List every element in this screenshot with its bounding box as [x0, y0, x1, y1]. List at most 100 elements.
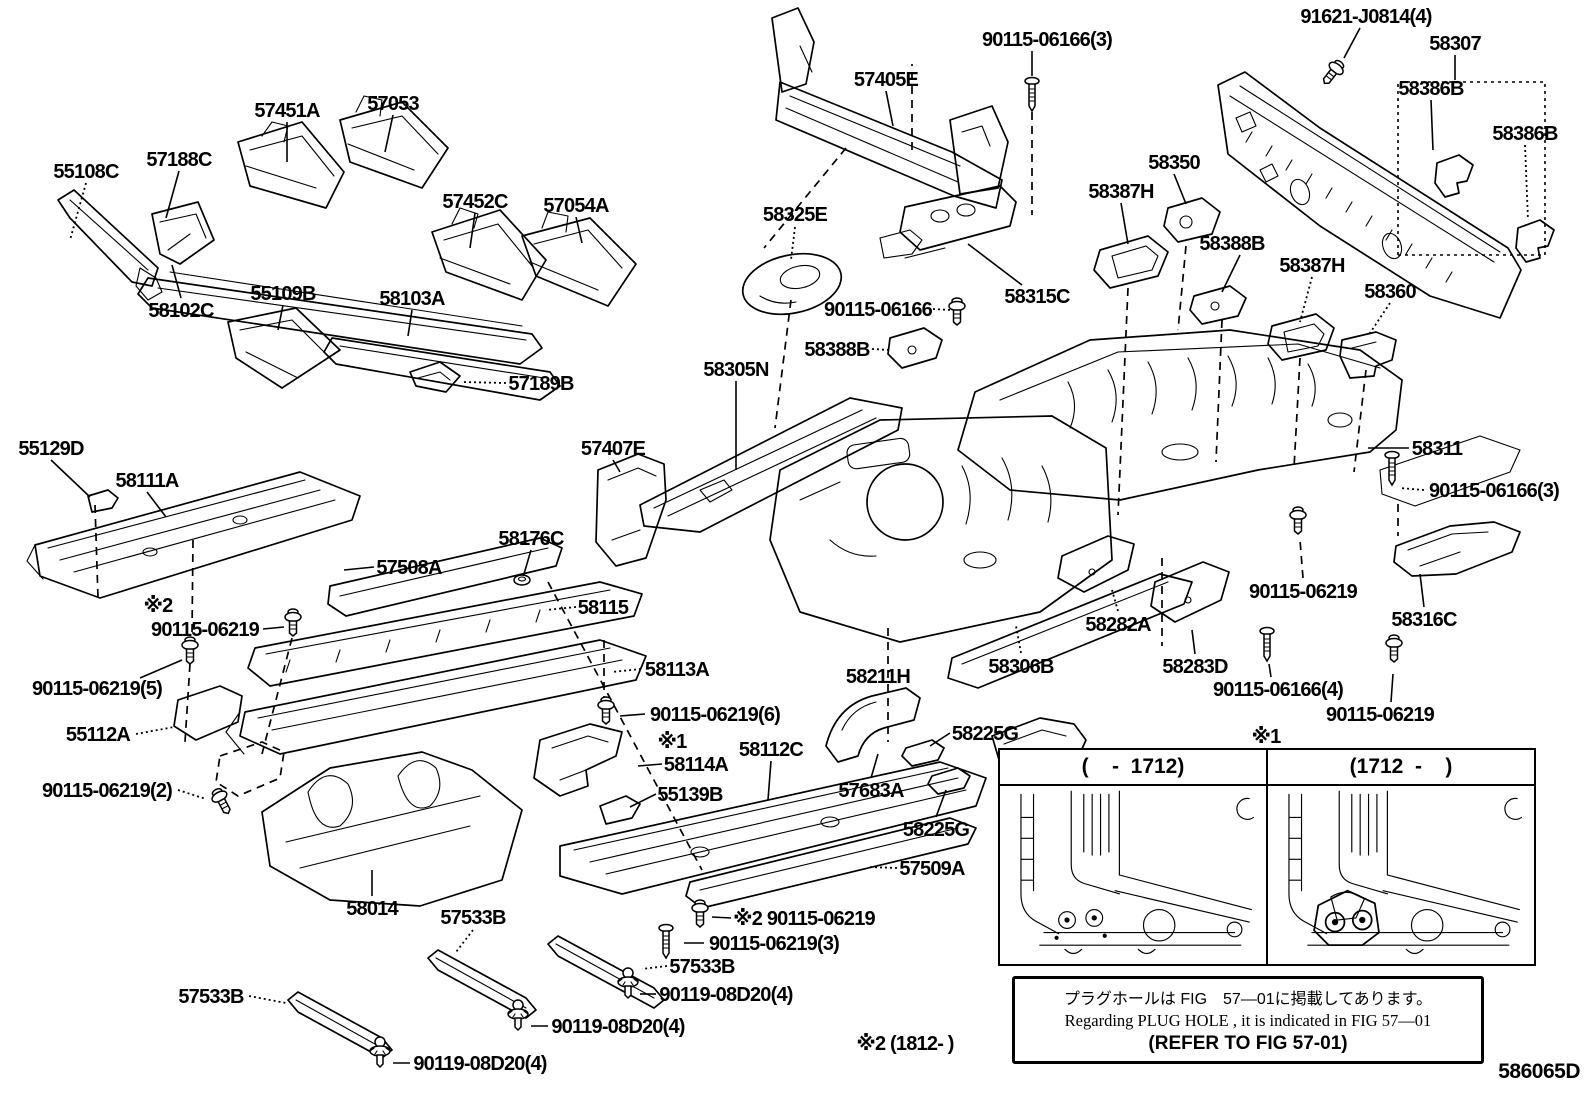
part-57509A-sill-drawing — [685, 817, 977, 909]
part-center-floor-pan-drawing — [769, 415, 1113, 643]
leader-line — [935, 789, 947, 818]
leader-line — [177, 789, 207, 800]
part-58388B-left-drawing — [887, 327, 943, 369]
callout-label-58315C: 58315C — [1004, 286, 1070, 308]
leader-line — [767, 760, 772, 801]
part-57407E-drawing — [595, 453, 667, 567]
screw-long-glyph — [1384, 450, 1400, 486]
callout-label-90115-06219: 90115-06219 — [151, 619, 260, 641]
callout-label-57683A: 57683A — [838, 780, 904, 802]
callout-label-58225G: 58225G — [903, 819, 970, 841]
callout-label-90115-061664: 90115-06166(4) — [1213, 679, 1343, 701]
callout-label-58387H: 58387H — [1279, 255, 1345, 277]
callout-label-55112A: 55112A — [66, 724, 131, 746]
projection-line — [763, 147, 847, 249]
part-57452C-drawing — [431, 207, 547, 301]
bolt-glyph — [1385, 634, 1403, 663]
part-57188C-drawing — [151, 201, 215, 265]
callout-label-58211H: 58211H — [846, 666, 911, 688]
part-58387H-right-drawing — [1267, 313, 1335, 361]
part-58111A-drawing — [26, 471, 361, 599]
part-58103A-drawing — [323, 337, 561, 401]
part-58316C-drawing — [1393, 521, 1521, 577]
leader-line — [1299, 539, 1304, 579]
leader-line — [407, 309, 413, 337]
callout-label-58388B: 58388B — [804, 339, 870, 361]
bolt-glyph — [597, 696, 615, 725]
leader-line — [1524, 144, 1529, 221]
part-57533B-strip-left-drawing — [287, 991, 393, 1059]
part-55108C-drawing — [57, 189, 163, 301]
leader-line — [262, 626, 285, 630]
callout-label-58307: 58307 — [1429, 33, 1481, 55]
inset-header-after: (1712 - ) — [1268, 750, 1534, 786]
part-57508A-rail-drawing — [327, 537, 563, 617]
projection-line — [94, 504, 99, 599]
callout-label-58114A: 58114A — [664, 754, 729, 776]
screw-long-glyph — [658, 923, 674, 959]
callout-label-58387H: 58387H — [1088, 181, 1154, 203]
callout-label-57508A: 57508A — [376, 557, 442, 579]
part-58350-drawing — [1163, 197, 1221, 243]
part-58311-rear-floor-pan-drawing — [957, 329, 1521, 507]
note-line-english: Regarding PLUG HOLE , it is indicated in… — [1064, 1011, 1432, 1030]
callout-label-58103A: 58103A — [379, 288, 445, 310]
bolt-glyph — [207, 785, 237, 818]
bolt-glyph — [181, 636, 199, 665]
leader-line — [384, 114, 394, 153]
callout-label-90119-08D204: 90119-08D20(4) — [659, 984, 792, 1006]
leader-line — [50, 459, 91, 498]
inset-art-after — [1268, 786, 1534, 964]
part-58282A-drawing — [1057, 535, 1135, 593]
leader-line — [790, 226, 796, 261]
callout-label-2: ※2 — [144, 595, 174, 617]
projection-line — [1117, 287, 1129, 516]
callout-label-90119-08D204: 90119-08D20(4) — [551, 1016, 684, 1038]
callout-label-58350: 58350 — [1148, 152, 1200, 174]
callout-label-1: ※1 — [1252, 726, 1282, 748]
leader-line — [870, 753, 879, 779]
callout-label-57053: 57053 — [367, 93, 419, 115]
callout-label-57188C: 57188C — [146, 149, 212, 171]
callout-label-57451A: 57451A — [254, 100, 320, 122]
callout-label-57533B: 57533B — [440, 907, 506, 929]
callout-label-90115-062196: 90115-06219(6) — [650, 704, 780, 726]
callout-label-58176C: 58176C — [498, 528, 564, 550]
projection-line — [547, 581, 703, 871]
callout-label-58111A: 58111A — [115, 470, 178, 492]
callout-label-58112C: 58112C — [739, 739, 804, 761]
callout-label-58305N: 58305N — [703, 359, 769, 381]
callout-label-90115-06219: 90115-06219 — [1249, 581, 1358, 603]
projection-line — [1353, 369, 1367, 473]
part-58014-drawing — [261, 751, 523, 907]
callout-label-90115-06219: 90115-06219 — [1326, 704, 1435, 726]
callout-label-57407E: 57407E — [581, 438, 646, 460]
callout-label-58282A: 58282A — [1085, 614, 1151, 636]
part-58307-rear-panel-drawing — [1217, 71, 1555, 319]
inset-art-before — [1000, 786, 1266, 964]
part-57054A-drawing — [521, 211, 637, 307]
callout-label-58386B: 58386B — [1398, 78, 1464, 100]
callout-label-57189B: 57189B — [508, 373, 574, 395]
bolt-washer-glyph — [617, 967, 639, 999]
callout-label-57533B: 57533B — [178, 986, 244, 1008]
part-58112C-drawing — [559, 761, 987, 895]
part-58225G-clip-upper-drawing — [901, 739, 945, 767]
callout-label-1: ※1 — [658, 731, 688, 753]
callout-label-58325E: 58325E — [763, 204, 828, 226]
part-58388B-right-drawing — [1189, 285, 1247, 325]
part-57533B-strip-mid-drawing — [427, 949, 537, 1019]
callout-label-58014: 58014 — [346, 898, 399, 920]
leader-line — [343, 566, 375, 571]
leader-line — [885, 90, 894, 127]
part-55112A-drawing — [173, 685, 285, 797]
callout-label-90115-062192: 90115-06219(2) — [42, 780, 172, 802]
bolt-washer-glyph — [507, 999, 529, 1031]
leader-line — [871, 348, 891, 351]
part-57405E-crossmember-drawing — [771, 7, 1009, 209]
bolt-glyph — [284, 608, 302, 637]
part-58115-crossmember-drawing — [247, 581, 643, 687]
bolt-glyph — [691, 899, 709, 928]
leader-line — [629, 793, 657, 808]
